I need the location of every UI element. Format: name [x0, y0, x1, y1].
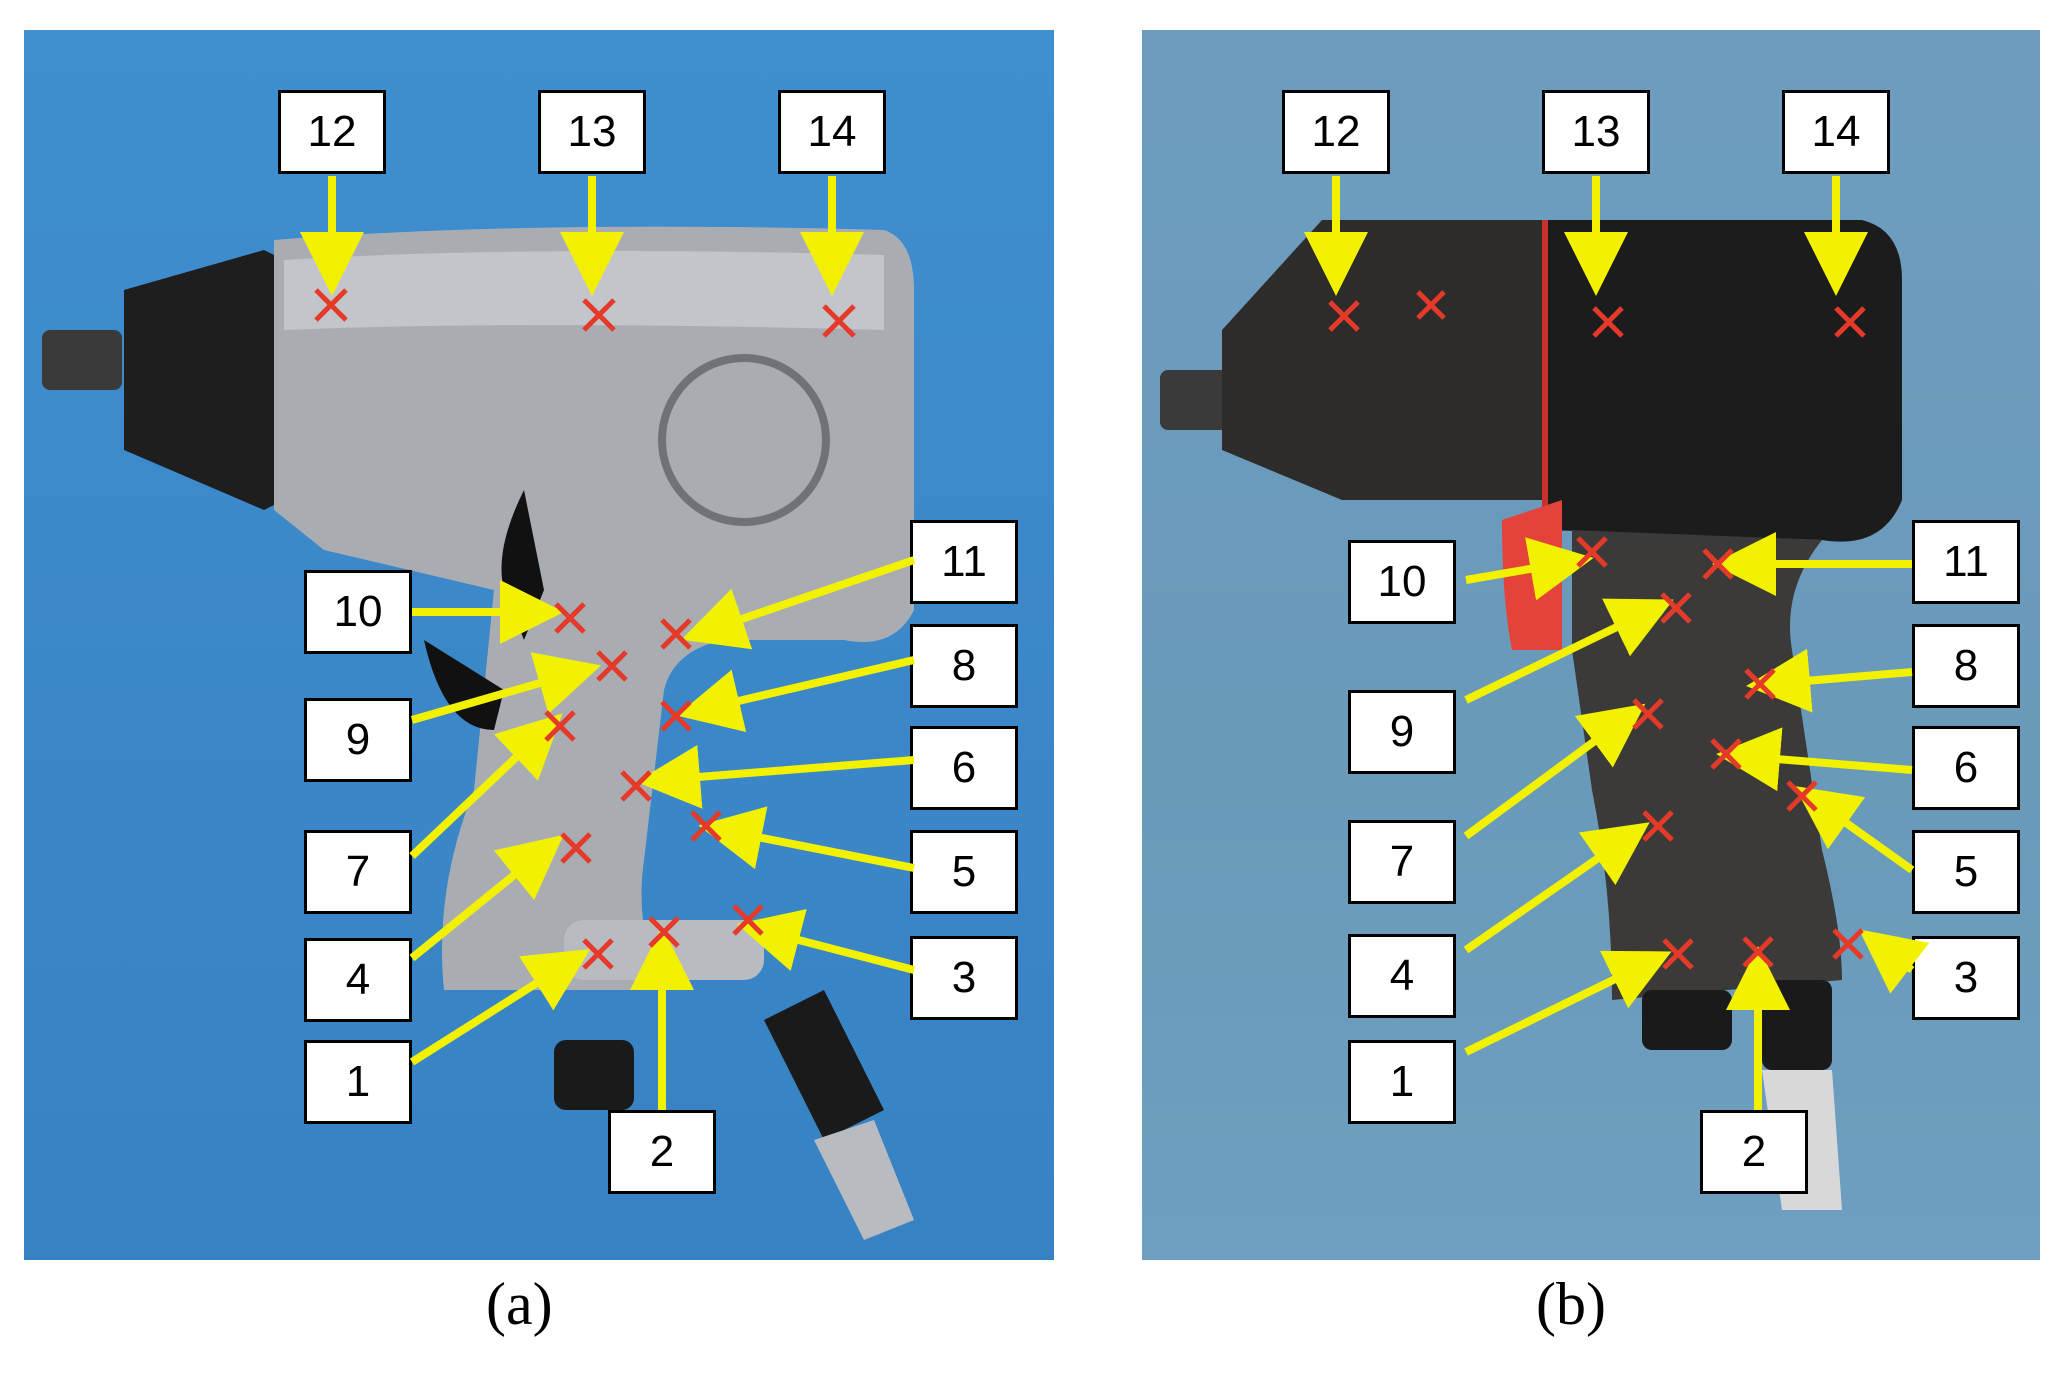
- caption-a: (a): [486, 1271, 553, 1337]
- callout-label: 9: [304, 698, 412, 782]
- callout-label: 10: [304, 570, 412, 654]
- callout-label: 8: [910, 624, 1018, 708]
- callout-label: 11: [1912, 520, 2020, 604]
- photo-panel-a: 12 13 14 10 11 9 8 7 6 5 4 3 1 2: [24, 30, 1054, 1260]
- callout-label: 1: [1348, 1040, 1456, 1124]
- callout-label: 3: [910, 936, 1018, 1020]
- impact-wrench-a-drawing: [42, 226, 914, 1240]
- caption-b: (b): [1536, 1271, 1606, 1337]
- impact-wrench-b-drawing: [1160, 220, 1902, 1210]
- callout-label: 6: [910, 726, 1018, 810]
- callout-label: 12: [1282, 90, 1390, 174]
- logo-circle: [658, 354, 830, 526]
- callout-label: 4: [1348, 934, 1456, 1018]
- callout-label: 4: [304, 938, 412, 1022]
- callout-label: 2: [608, 1110, 716, 1194]
- callout-label: 11: [910, 520, 1018, 604]
- callout-label: 14: [1782, 90, 1890, 174]
- callout-label: 5: [910, 830, 1018, 914]
- callout-label: 10: [1348, 540, 1456, 624]
- callout-label: 5: [1912, 830, 2020, 914]
- callout-label: 8: [1912, 624, 2020, 708]
- callout-label: 13: [1542, 90, 1650, 174]
- callout-label: 7: [304, 830, 412, 914]
- callout-label: 13: [538, 90, 646, 174]
- photo-panel-b: 12 13 14 10 11 9 8 7 6 5 4 3 1 2: [1142, 30, 2040, 1260]
- callout-label: 1: [304, 1040, 412, 1124]
- callout-label: 2: [1700, 1110, 1808, 1194]
- callout-label: 12: [278, 90, 386, 174]
- callout-label: 14: [778, 90, 886, 174]
- callout-label: 9: [1348, 690, 1456, 774]
- callout-label: 7: [1348, 820, 1456, 904]
- callout-label: 6: [1912, 726, 2020, 810]
- callout-label: 3: [1912, 936, 2020, 1020]
